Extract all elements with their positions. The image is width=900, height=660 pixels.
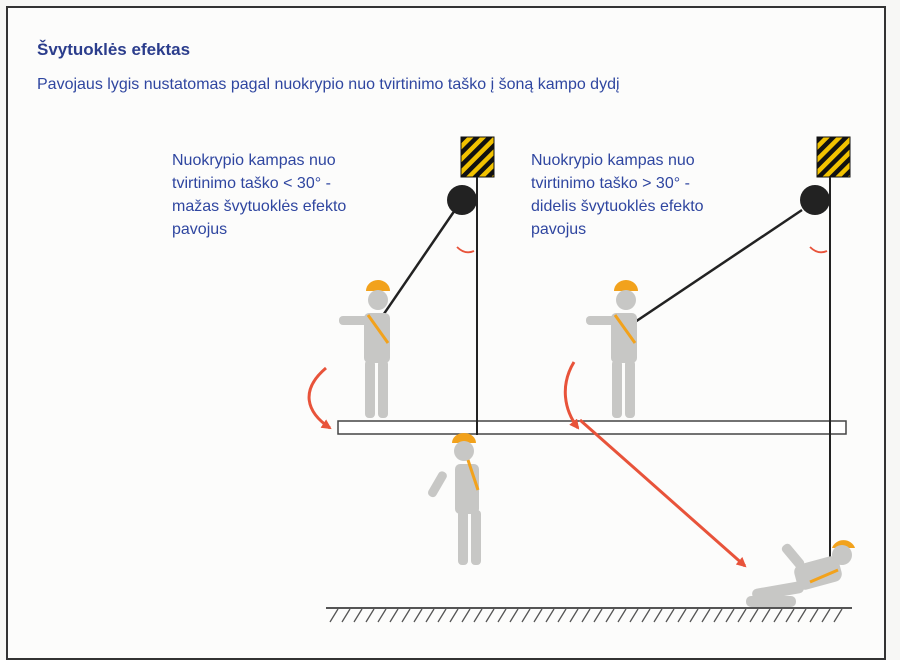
fall-arrow-left <box>307 366 332 430</box>
lifeline-right <box>631 208 803 326</box>
right-scenario <box>563 136 855 607</box>
ground <box>326 607 852 623</box>
anchor-point-right <box>816 136 851 178</box>
pulley-right <box>800 185 830 215</box>
left-scenario <box>307 136 495 565</box>
slide-subtitle: Pavojaus lygis nustatomas pagal nuokrypi… <box>37 76 620 93</box>
hanging-worker-left <box>428 433 481 565</box>
slide-title: Švytuoklės efektas <box>37 40 191 59</box>
angle-arc-right <box>809 246 828 254</box>
pulley-left <box>447 185 477 215</box>
lifeline-left <box>375 209 457 325</box>
worker-left <box>339 280 390 418</box>
worker-right <box>586 280 638 418</box>
swing-arrow-right <box>579 418 747 568</box>
anchor-point-left <box>460 136 495 178</box>
fall-arrow-right <box>563 361 580 430</box>
slide-frame <box>6 6 886 660</box>
angle-arc-left <box>456 246 475 254</box>
platform <box>337 420 847 435</box>
low-risk-note: Nuokrypio kampas nuo tvirtinimo taško < … <box>172 152 347 238</box>
high-risk-note: Nuokrypio kampas nuo tvirtinimo taško > … <box>531 152 704 238</box>
fallen-worker-right <box>746 540 855 607</box>
